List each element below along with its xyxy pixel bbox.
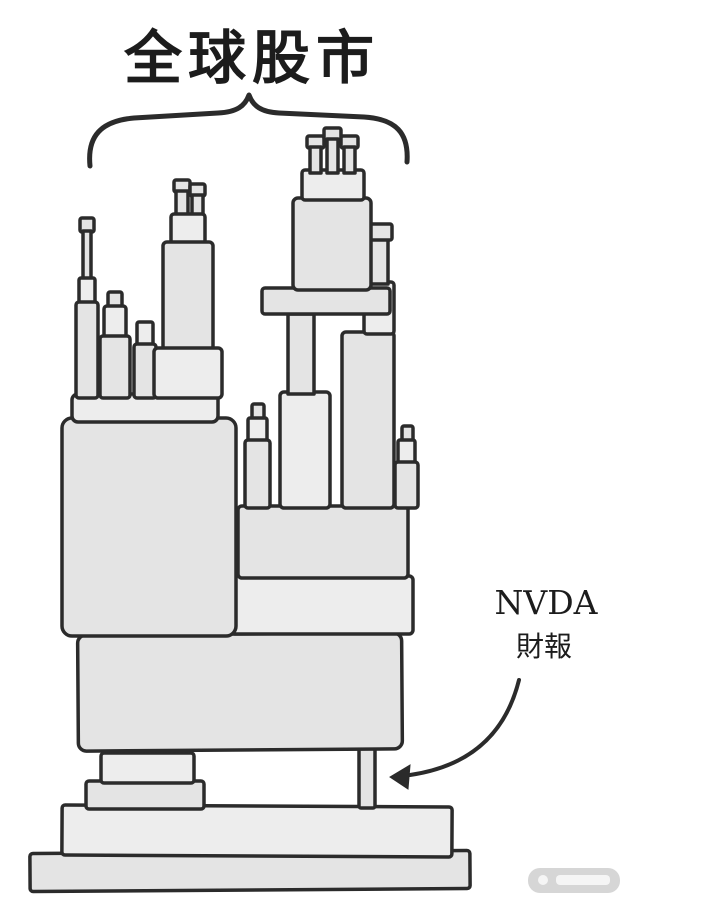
top-box-block: [291, 196, 373, 292]
left-rod-block: [81, 229, 93, 283]
top-knob3-block: [342, 145, 357, 175]
annotation-arrowhead-icon: [389, 764, 411, 790]
main-body-block: [75, 631, 405, 753]
right-column-block: [340, 330, 396, 510]
annotation-caibao-text: 財報: [516, 630, 572, 663]
center-neck-block: [286, 312, 316, 396]
top-knob2-block: [325, 137, 340, 175]
nvda-support-stick: [357, 742, 377, 810]
curly-brace-icon: [87, 92, 410, 169]
center-column-block: [278, 390, 332, 510]
center-plate-block: [260, 286, 392, 316]
annotation-nvda-text: NVDA: [495, 583, 599, 622]
nvda-annotation: NVDA 財報: [389, 583, 599, 790]
left-tower-b-block: [98, 334, 132, 400]
right-mid-upper-block: [236, 504, 410, 580]
mid-tower-right-block: [393, 460, 420, 510]
left-big-block: [60, 416, 238, 638]
lc-tower-block: [161, 240, 215, 352]
mid-tower-left-block: [243, 438, 272, 510]
pedestal-lower-block: [84, 779, 206, 811]
left-tower-a-block: [74, 300, 100, 400]
page-title: 全球股市: [123, 24, 380, 92]
base-slab-block: [60, 803, 454, 859]
right-mid-lower-block: [229, 574, 415, 636]
lc-base-block: [152, 346, 224, 400]
left-knob-b-block: [102, 304, 128, 340]
pedestal-upper-block: [99, 751, 196, 785]
watermark-badge: [528, 868, 620, 893]
block-stack: [28, 126, 472, 894]
lc-upper-block: [169, 212, 207, 246]
annotation-arrow-icon: [408, 678, 521, 777]
left-knob-a-block: [77, 276, 97, 306]
top-knob1-block: [308, 145, 323, 175]
